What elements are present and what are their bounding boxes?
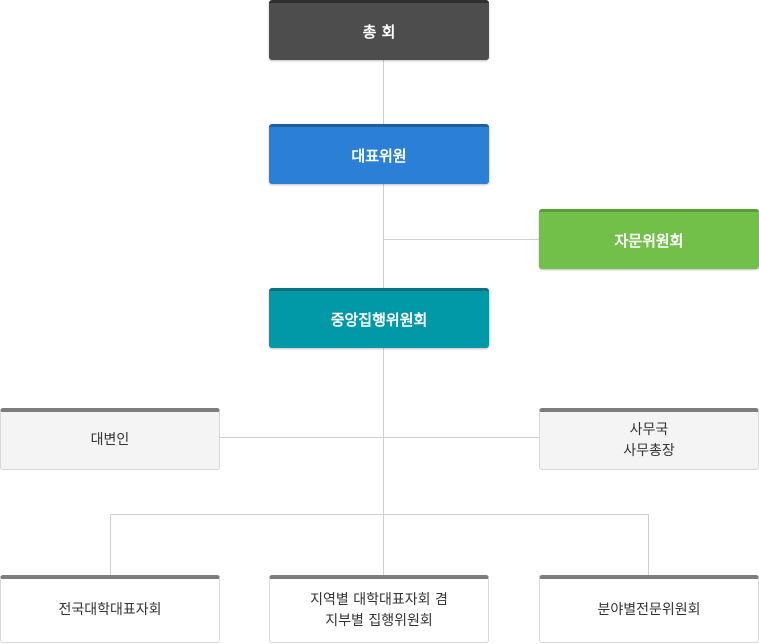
regional-reps-label-line1: 지역별 대학대표자회 겸: [310, 591, 448, 608]
central-executive-committee-node[interactable]: 중앙집행위원회: [269, 288, 489, 348]
connector-main-vertical: [383, 58, 384, 515]
representative-committee-label: 대표위원: [351, 147, 407, 165]
spokesperson-node[interactable]: 대변인: [0, 408, 220, 470]
advisory-committee-node[interactable]: 자문위원회: [539, 209, 759, 269]
advisory-committee-label: 자문위원회: [614, 232, 684, 250]
connector-advisory: [384, 239, 540, 240]
regional-reps-node[interactable]: 지역별 대학대표자회 겸 지부별 집행위원회: [269, 575, 489, 643]
representative-committee-node[interactable]: 대표위원: [269, 124, 489, 184]
spokesperson-label: 대변인: [90, 432, 130, 448]
national-university-reps-node[interactable]: 전국대학대표자회: [0, 575, 220, 643]
general-assembly-node[interactable]: 총 회: [269, 0, 489, 60]
connector-bottom-left-drop: [110, 514, 111, 576]
secretary-general-label: 사무총장: [623, 442, 675, 459]
regional-reps-label-line2: 지부별 집행위원회: [325, 612, 433, 629]
connector-bottom-right-drop: [648, 514, 649, 576]
connector-bottom-horizontal: [110, 514, 649, 515]
general-assembly-label: 총 회: [362, 23, 396, 41]
field-committees-node[interactable]: 분야별전문위원회: [539, 575, 759, 643]
connector-staff-horizontal: [219, 437, 540, 438]
secretariat-node[interactable]: 사무국 사무총장: [539, 408, 759, 470]
national-university-reps-label: 전국대학대표자회: [58, 602, 162, 618]
connector-bottom-center-drop: [383, 514, 384, 576]
secretariat-label: 사무국: [629, 421, 669, 438]
central-executive-committee-label: 중앙집행위원회: [330, 311, 428, 329]
field-committees-label: 분야별전문위원회: [597, 602, 701, 618]
